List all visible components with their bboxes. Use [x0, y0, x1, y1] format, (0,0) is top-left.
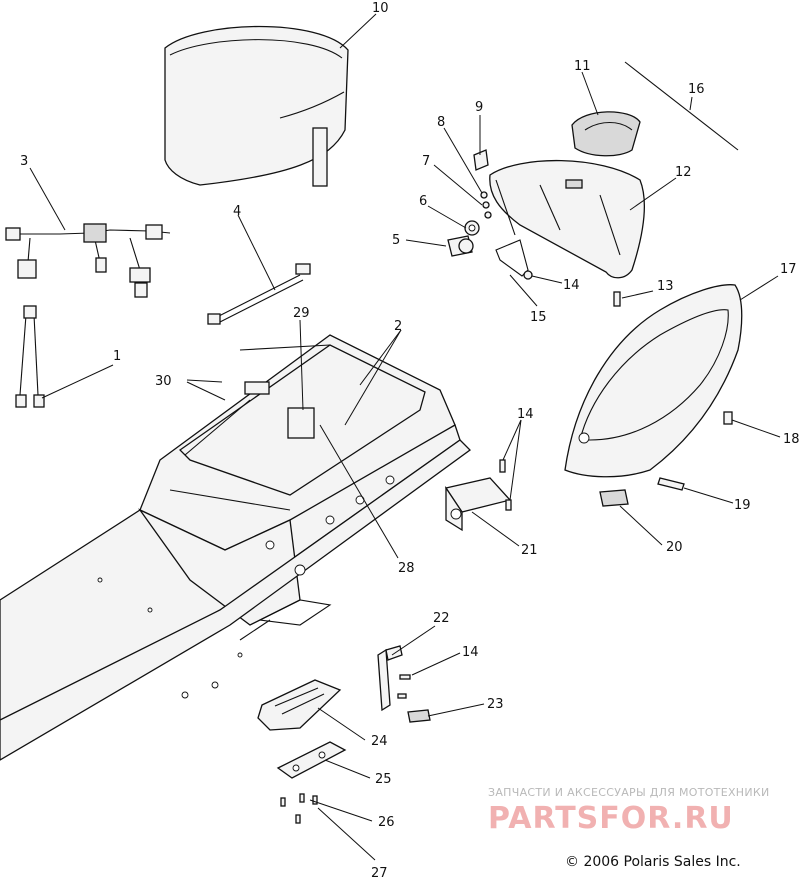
callout-2: 2: [394, 319, 402, 334]
callout-14-upper: 14: [563, 278, 580, 293]
callout-23: 23: [487, 697, 504, 712]
callout-19: 19: [734, 498, 751, 513]
wire-leads: [15, 305, 45, 408]
wire-harness: [5, 223, 171, 298]
bolts-upper: [523, 270, 621, 307]
callout-29: 29: [293, 306, 310, 321]
callout-12: 12: [675, 165, 692, 180]
screws: [280, 793, 318, 824]
callout-17: 17: [780, 262, 797, 277]
callout-20: 20: [666, 540, 683, 555]
leader-lines: [29, 13, 781, 861]
side-hardware: [599, 411, 733, 507]
tunnel-chassis: [0, 334, 471, 761]
watermark-brand: PARTSFOR.RU: [488, 801, 734, 836]
rod: [495, 239, 529, 277]
callout-24: 24: [371, 734, 388, 749]
callout-28: 28: [398, 561, 415, 576]
watermark-tagline: ЗАПЧАСТИ И АКСЕССУАРЫ ДЛЯ МОТОТЕХНИКИ: [488, 786, 770, 799]
fasteners-5-9: [447, 149, 492, 257]
callout-15: 15: [530, 310, 547, 325]
watermark: ЗАПЧАСТИ И АКСЕССУАРЫ ДЛЯ МОТОТЕХНИКИ PA…: [488, 786, 770, 836]
callout-7: 7: [422, 154, 430, 169]
seat-cushion: [164, 25, 349, 187]
bracket-22: [377, 645, 431, 723]
callout-27: 27: [371, 866, 388, 879]
callout-10: 10: [372, 1, 389, 16]
copyright-notice: © 2006 Polaris Sales Inc.: [565, 854, 741, 870]
callout-25: 25: [375, 772, 392, 787]
trim-strip: [624, 61, 739, 151]
rear-cowl: [489, 159, 646, 279]
callout-8: 8: [437, 115, 445, 130]
callout-18: 18: [783, 432, 800, 447]
callout-13: 13: [657, 279, 674, 294]
callout-16: 16: [688, 82, 705, 97]
callout-22: 22: [433, 611, 450, 626]
callout-9: 9: [475, 100, 483, 115]
cable: [207, 263, 311, 325]
callout-5: 5: [392, 233, 400, 248]
footrest: [257, 679, 342, 731]
callout-14-bracket: 14: [517, 407, 534, 422]
callout-11: 11: [574, 59, 591, 74]
callout-labels: 1 2 3 4 5 6 7 8 9 10 11 12 13 14 14 14 1…: [20, 1, 800, 879]
callout-21: 21: [521, 543, 538, 558]
callout-4: 4: [233, 204, 241, 219]
callout-14-lower: 14: [462, 645, 479, 660]
plate: [276, 741, 347, 779]
callout-26: 26: [378, 815, 395, 830]
callout-3: 3: [20, 154, 28, 169]
tail-light: [571, 111, 641, 157]
bracket-21: [444, 459, 512, 532]
callout-6: 6: [419, 194, 427, 209]
side-panel: [564, 284, 743, 478]
callout-30: 30: [155, 374, 172, 389]
callout-1: 1: [113, 349, 121, 364]
